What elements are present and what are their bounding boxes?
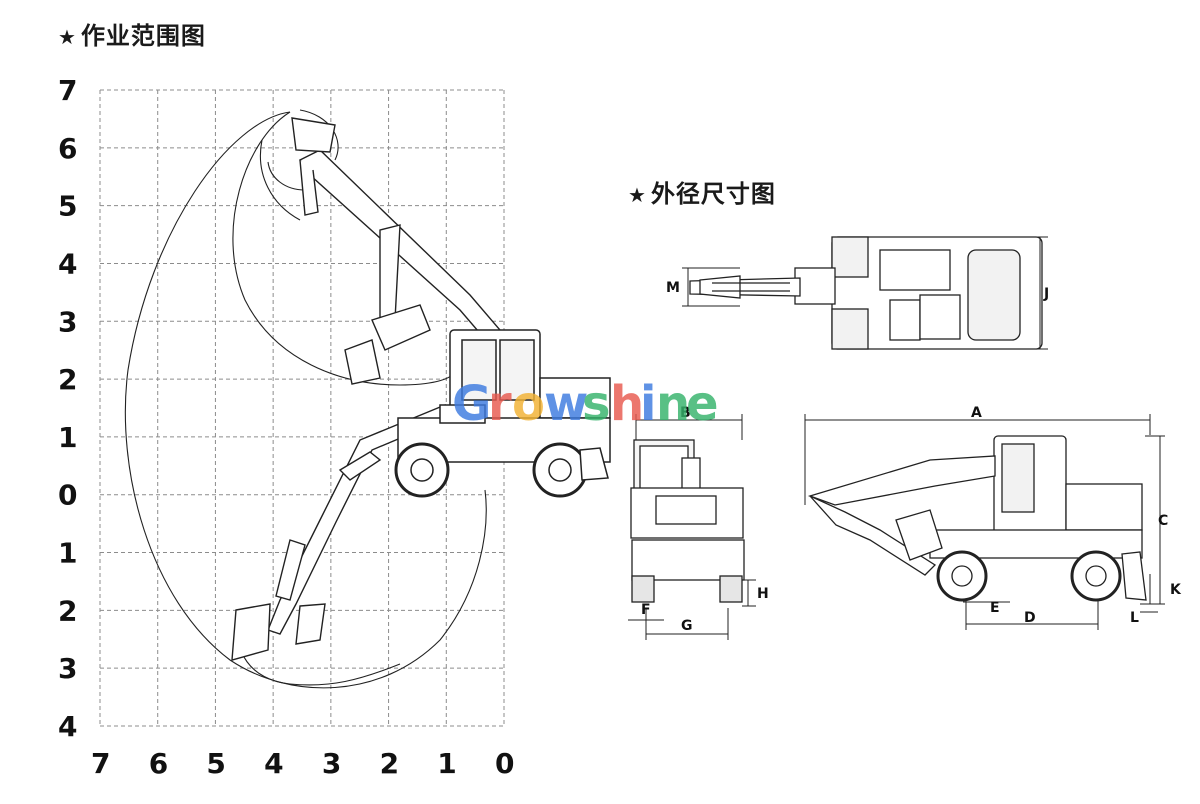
dimension-letters: A B C D E F G H J K L M (641, 280, 1182, 634)
watermark-letter: r (488, 376, 512, 432)
y-tick-label: 5 (58, 190, 77, 223)
y-tick-label: 0 (58, 479, 77, 512)
watermark-letter: o (512, 376, 544, 432)
dim-label-k: K (1170, 582, 1182, 598)
dim-label-a: A (971, 405, 982, 421)
dim-label-c: C (1158, 513, 1168, 529)
dim-label-e: E (990, 600, 1000, 616)
watermark-letter: n (656, 376, 689, 432)
dim-label-m: M (666, 280, 680, 296)
watermark-letter: G (452, 376, 490, 432)
y-tick-label: 3 (58, 305, 77, 338)
star-icon: ★ (58, 25, 77, 49)
dim-label-g: G (681, 618, 693, 634)
dim-label-d: D (1024, 610, 1036, 626)
excavator-side-range (394, 329, 611, 498)
watermark-letter: i (640, 376, 655, 432)
x-tick-label: 6 (149, 747, 168, 780)
y-tick-label: 2 (58, 594, 77, 627)
dimension-diagram-title: ★外径尺寸图 (628, 174, 776, 209)
arm-pose-upper (291, 117, 501, 385)
watermark-letter: w (544, 376, 587, 432)
y-tick-label: 2 (58, 363, 77, 396)
range-diagram-title: ★作业范围图 (58, 16, 206, 51)
star-icon: ★ (628, 183, 647, 207)
x-tick-label: 0 (495, 747, 514, 780)
x-tick-label: 1 (437, 747, 456, 780)
y-tick-label: 6 (58, 132, 77, 165)
y-tick-label: 1 (58, 421, 77, 454)
excavator-top-view (689, 236, 1043, 350)
y-tick-label: 7 (58, 74, 77, 107)
x-tick-label: 5 (206, 747, 225, 780)
dim-label-f: F (641, 602, 651, 618)
x-tick-label: 2 (380, 747, 399, 780)
y-tick-label: 3 (58, 652, 77, 685)
y-tick-label: 4 (58, 710, 77, 743)
range-y-axis: 7 6 5 4 3 2 1 0 1 2 3 4 (58, 74, 77, 743)
x-tick-label: 4 (264, 747, 283, 780)
watermark-letter: h (610, 376, 643, 432)
watermark-letter: s (582, 376, 610, 432)
y-tick-label: 1 (58, 537, 77, 570)
watermark-letter: e (686, 376, 718, 432)
dims-title-text: 外径尺寸图 (650, 180, 776, 208)
dim-label-b: B (680, 405, 691, 421)
dim-label-j: J (1043, 286, 1049, 302)
y-tick-label: 4 (58, 247, 77, 280)
range-title-text: 作业范围图 (80, 22, 206, 50)
x-tick-label: 3 (322, 747, 341, 780)
excavator-front-view (630, 439, 745, 603)
x-tick-label: 7 (91, 747, 110, 780)
arm-pose-lower (231, 404, 449, 661)
excavator-side-view (807, 435, 1147, 602)
dim-label-l: L (1130, 610, 1139, 626)
dim-label-h: H (757, 586, 769, 602)
range-x-axis: 7 6 5 4 3 2 1 0 (91, 747, 514, 780)
dimension-lines (628, 236, 1165, 640)
